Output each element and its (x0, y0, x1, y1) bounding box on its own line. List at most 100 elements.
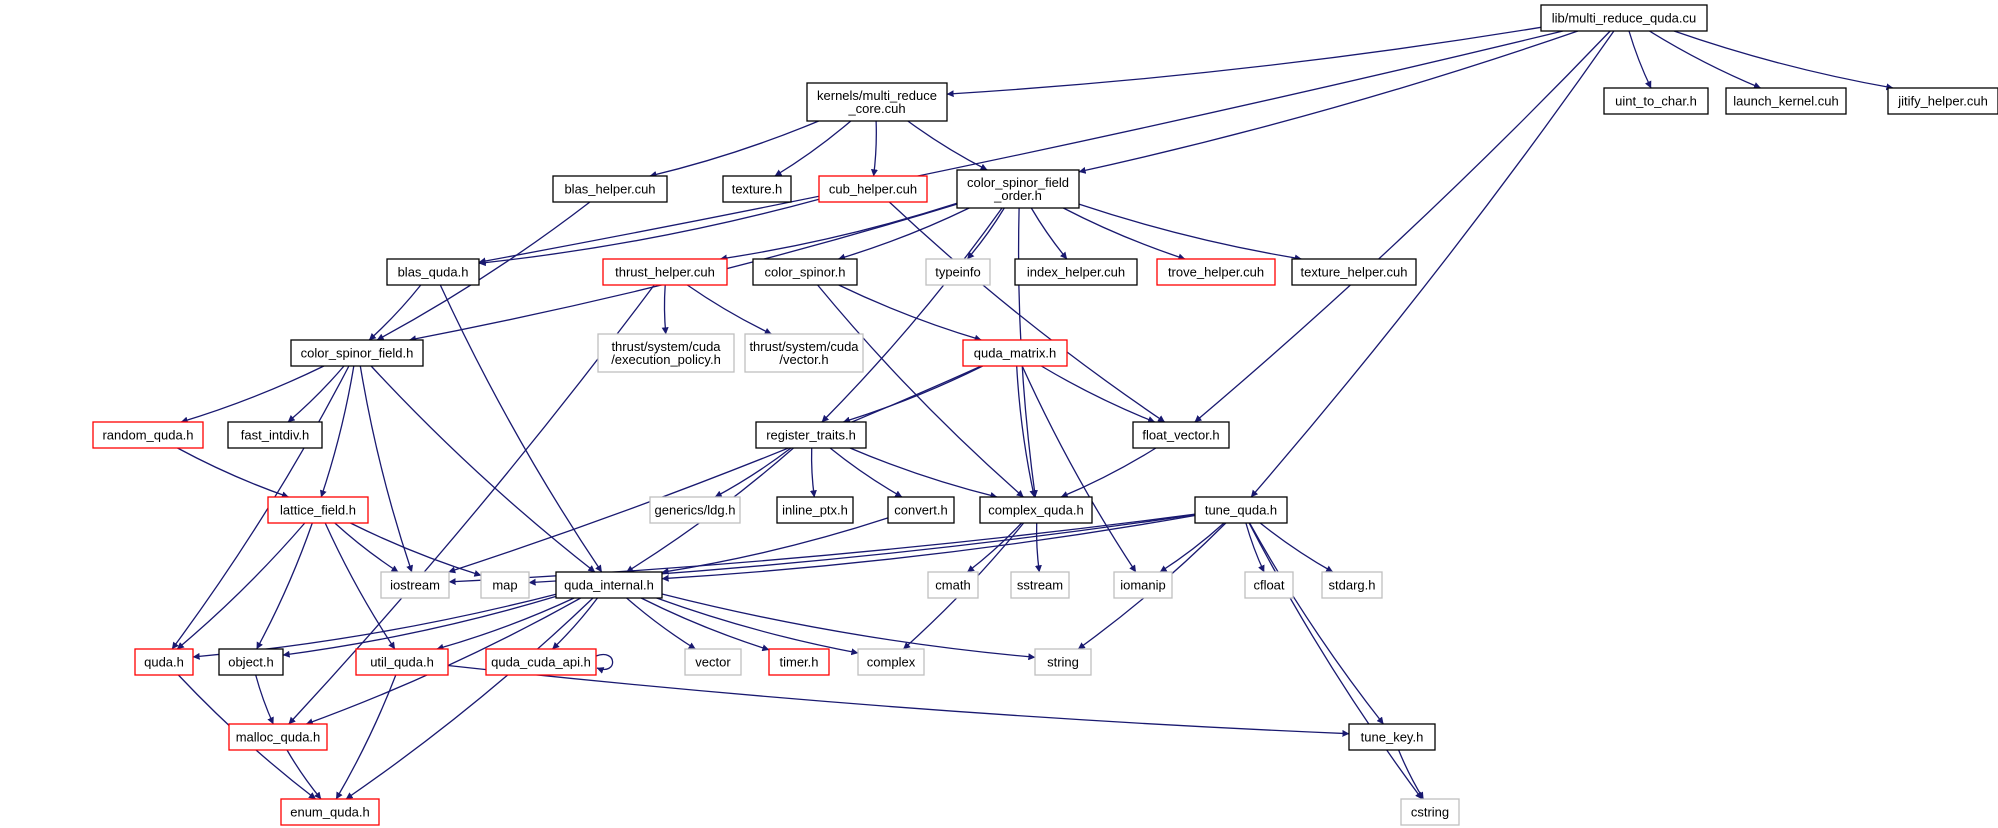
edge-lattice_field-to-iostream (334, 522, 399, 573)
node-box (228, 723, 328, 751)
edge-mrc-to-csfo (907, 120, 988, 171)
node-label: complex (867, 655, 916, 670)
node-label: util_quda.h (370, 655, 434, 670)
node-cmath[interactable]: cmath (927, 571, 979, 599)
node-float_vector[interactable]: float_vector.h (1132, 421, 1230, 449)
node-sstream[interactable]: sstream (1010, 571, 1070, 599)
edge-color_spinor-to-quda_matrix (838, 284, 982, 342)
node-box (857, 648, 925, 676)
node-box (776, 496, 854, 524)
node-label: random_quda.h (102, 428, 193, 443)
node-vector[interactable]: vector (684, 648, 742, 676)
node-mrc[interactable]: kernels/multi_reduce_core.cuh (806, 82, 948, 122)
edge-thrust_helper-to-thrust_exec (661, 284, 669, 335)
node-label: texture_helper.cuh (1301, 265, 1408, 280)
node-convert[interactable]: convert.h (887, 496, 955, 524)
node-iostream[interactable]: iostream (380, 571, 450, 599)
edge-cub_helper-to-blas_quda (478, 198, 820, 267)
edge-root-to-jitify_helper (1673, 30, 1894, 91)
node-iomanip[interactable]: iomanip (1113, 571, 1173, 599)
edge-tune_quda-to-quda_internal (661, 514, 1196, 582)
node-box (602, 258, 728, 286)
node-timer[interactable]: timer.h (768, 648, 830, 676)
node-color_spinor[interactable]: color_spinor.h (752, 258, 858, 286)
edge-tune_quda-to-iomanip (1159, 522, 1225, 573)
node-box (806, 82, 948, 122)
node-map[interactable]: map (480, 571, 530, 599)
node-lattice_field[interactable]: lattice_field.h (267, 496, 369, 524)
node-quda_matrix[interactable]: quda_matrix.h (962, 339, 1068, 367)
node-enum_quda[interactable]: enum_quda.h (280, 798, 380, 826)
node-label: quda.h (144, 655, 184, 670)
node-tune_quda[interactable]: tune_quda.h (1194, 496, 1288, 524)
edge-csf-to-quda_h (171, 365, 350, 650)
node-cfloat[interactable]: cfloat (1244, 571, 1294, 599)
node-label: color_spinor.h (765, 265, 846, 280)
node-texture[interactable]: texture.h (722, 175, 792, 203)
node-label: map (492, 578, 517, 593)
node-thrust_exec[interactable]: thrust/system/cuda/execution_policy.h (597, 333, 735, 373)
node-index_helper[interactable]: index_helper.cuh (1014, 258, 1138, 286)
node-box (962, 339, 1068, 367)
node-csf[interactable]: color_spinor_field.h (290, 339, 424, 367)
node-trove_helper[interactable]: trove_helper.cuh (1156, 258, 1276, 286)
node-box (1156, 258, 1276, 286)
node-object_h[interactable]: object.h (218, 648, 284, 676)
node-tune_key[interactable]: tune_key.h (1348, 723, 1436, 751)
node-typeinfo[interactable]: typeinfo (925, 258, 991, 286)
node-label: thrust_helper.cuh (615, 265, 715, 280)
node-register_traits[interactable]: register_traits.h (755, 421, 867, 449)
node-box (1113, 571, 1173, 599)
node-complex_quda[interactable]: complex_quda.h (979, 496, 1093, 524)
node-thrust_helper[interactable]: thrust_helper.cuh (602, 258, 728, 286)
node-label: _core.cuh (847, 101, 905, 116)
node-label: quda_cuda_api.h (491, 655, 591, 670)
edge-quda_internal-to-quda_cuda_api (552, 597, 599, 650)
node-thrust_vec[interactable]: thrust/system/cuda/vector.h (744, 333, 864, 373)
edge-csfo-to-typeinfo (966, 207, 1005, 260)
node-complex[interactable]: complex (857, 648, 925, 676)
node-box (485, 648, 597, 676)
node-csfo[interactable]: color_spinor_field_order.h (956, 169, 1080, 209)
edge-quda_cuda_api-to-quda_cuda_api (595, 653, 614, 674)
node-launch_kernel[interactable]: launch_kernel.cuh (1725, 87, 1847, 115)
node-label: /execution_policy.h (611, 352, 721, 367)
node-malloc_quda[interactable]: malloc_quda.h (228, 723, 328, 751)
node-box (1321, 571, 1383, 599)
node-uint_to_char[interactable]: uint_to_char.h (1603, 87, 1709, 115)
node-quda_h[interactable]: quda.h (134, 648, 194, 676)
node-util_quda[interactable]: util_quda.h (355, 648, 449, 676)
node-cstring[interactable]: cstring (1400, 798, 1460, 826)
node-label: malloc_quda.h (236, 730, 321, 745)
node-root[interactable]: lib/multi_reduce_quda.cu (1540, 4, 1708, 32)
edge-lattice_field-to-map (350, 522, 482, 577)
edge-register_traits-to-generics_ldg (714, 447, 792, 498)
edge-root-to-blas_quda (478, 30, 1564, 265)
node-box (1291, 258, 1417, 286)
edge-csf-to-lattice_field (319, 365, 355, 498)
edge-lattice_field-to-object_h (256, 522, 313, 650)
node-jitify_helper[interactable]: jitify_helper.cuh (1887, 87, 1998, 115)
node-box (1887, 87, 1998, 115)
node-blas_helper[interactable]: blas_helper.cuh (552, 175, 668, 203)
node-quda_cuda_api[interactable]: quda_cuda_api.h (485, 648, 597, 676)
node-label: typeinfo (935, 265, 981, 280)
node-box (480, 571, 530, 599)
node-stdarg[interactable]: stdarg.h (1321, 571, 1383, 599)
edge-csfo-to-color_spinor (838, 207, 970, 261)
node-label: register_traits.h (766, 428, 856, 443)
node-label: enum_quda.h (290, 805, 370, 820)
node-label: quda_matrix.h (974, 346, 1056, 361)
node-string[interactable]: string (1034, 648, 1092, 676)
node-label: blas_quda.h (398, 265, 469, 280)
node-fast_intdiv[interactable]: fast_intdiv.h (227, 421, 323, 449)
node-texture_helper[interactable]: texture_helper.cuh (1291, 258, 1417, 286)
node-cub_helper[interactable]: cub_helper.cuh (818, 175, 928, 203)
node-generics_ldg[interactable]: generics/ldg.h (649, 496, 741, 524)
node-quda_internal[interactable]: quda_internal.h (555, 571, 663, 599)
node-blas_quda[interactable]: blas_quda.h (386, 258, 480, 286)
node-box (386, 258, 480, 286)
node-label: jitify_helper.cuh (1897, 94, 1988, 109)
node-inline_ptx[interactable]: inline_ptx.h (776, 496, 854, 524)
node-random_quda[interactable]: random_quda.h (92, 421, 204, 449)
